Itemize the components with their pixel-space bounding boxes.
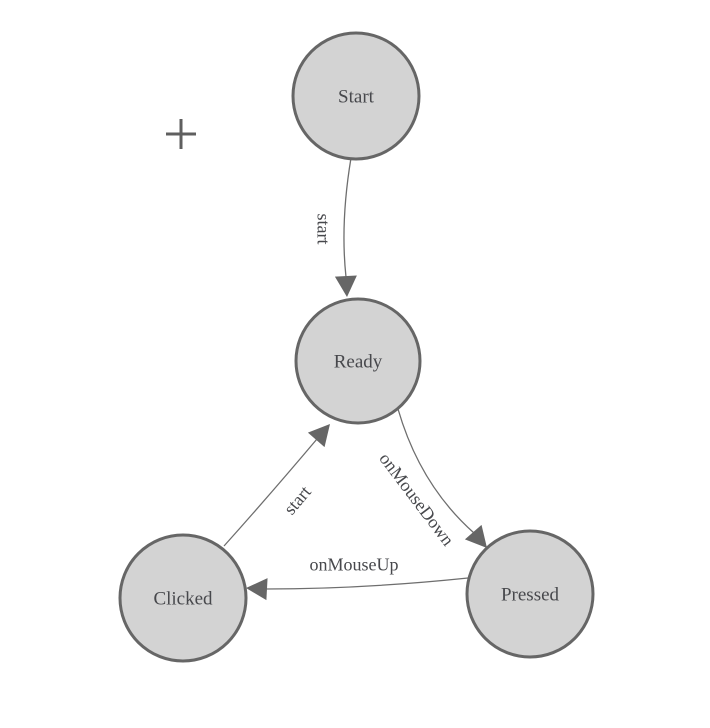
edge-start-to-ready[interactable]	[343, 157, 352, 278]
arrowhead-icon-start-to-ready	[334, 275, 357, 297]
edge-label-start-to-ready: start	[314, 214, 334, 245]
arrowhead-icon-pressed-to-clicked	[246, 578, 268, 601]
state-node-clicked[interactable]	[118, 533, 248, 663]
state-label-ready: Ready	[334, 352, 383, 373]
edge-label-pressed-to-clicked: onMouseUp	[310, 554, 399, 574]
edge-clicked-to-ready[interactable]	[223, 438, 318, 547]
state-node-start[interactable]	[291, 31, 421, 161]
edge-label-ready-to-pressed: onMouseDown	[375, 449, 458, 550]
edge-label-clicked-to-ready: start	[280, 482, 315, 519]
state-label-pressed: Pressed	[501, 585, 560, 606]
edge-pressed-to-clicked[interactable]	[265, 577, 469, 590]
edge-ready-to-pressed[interactable]	[397, 408, 475, 534]
state-label-start: Start	[338, 87, 375, 108]
state-node-ready[interactable]	[294, 297, 422, 425]
state-label-clicked: Clicked	[153, 589, 213, 610]
arrowhead-icon-clicked-to-ready	[307, 424, 330, 448]
arrowhead-icon-ready-to-pressed	[464, 524, 487, 548]
state-node-pressed[interactable]	[465, 529, 595, 659]
